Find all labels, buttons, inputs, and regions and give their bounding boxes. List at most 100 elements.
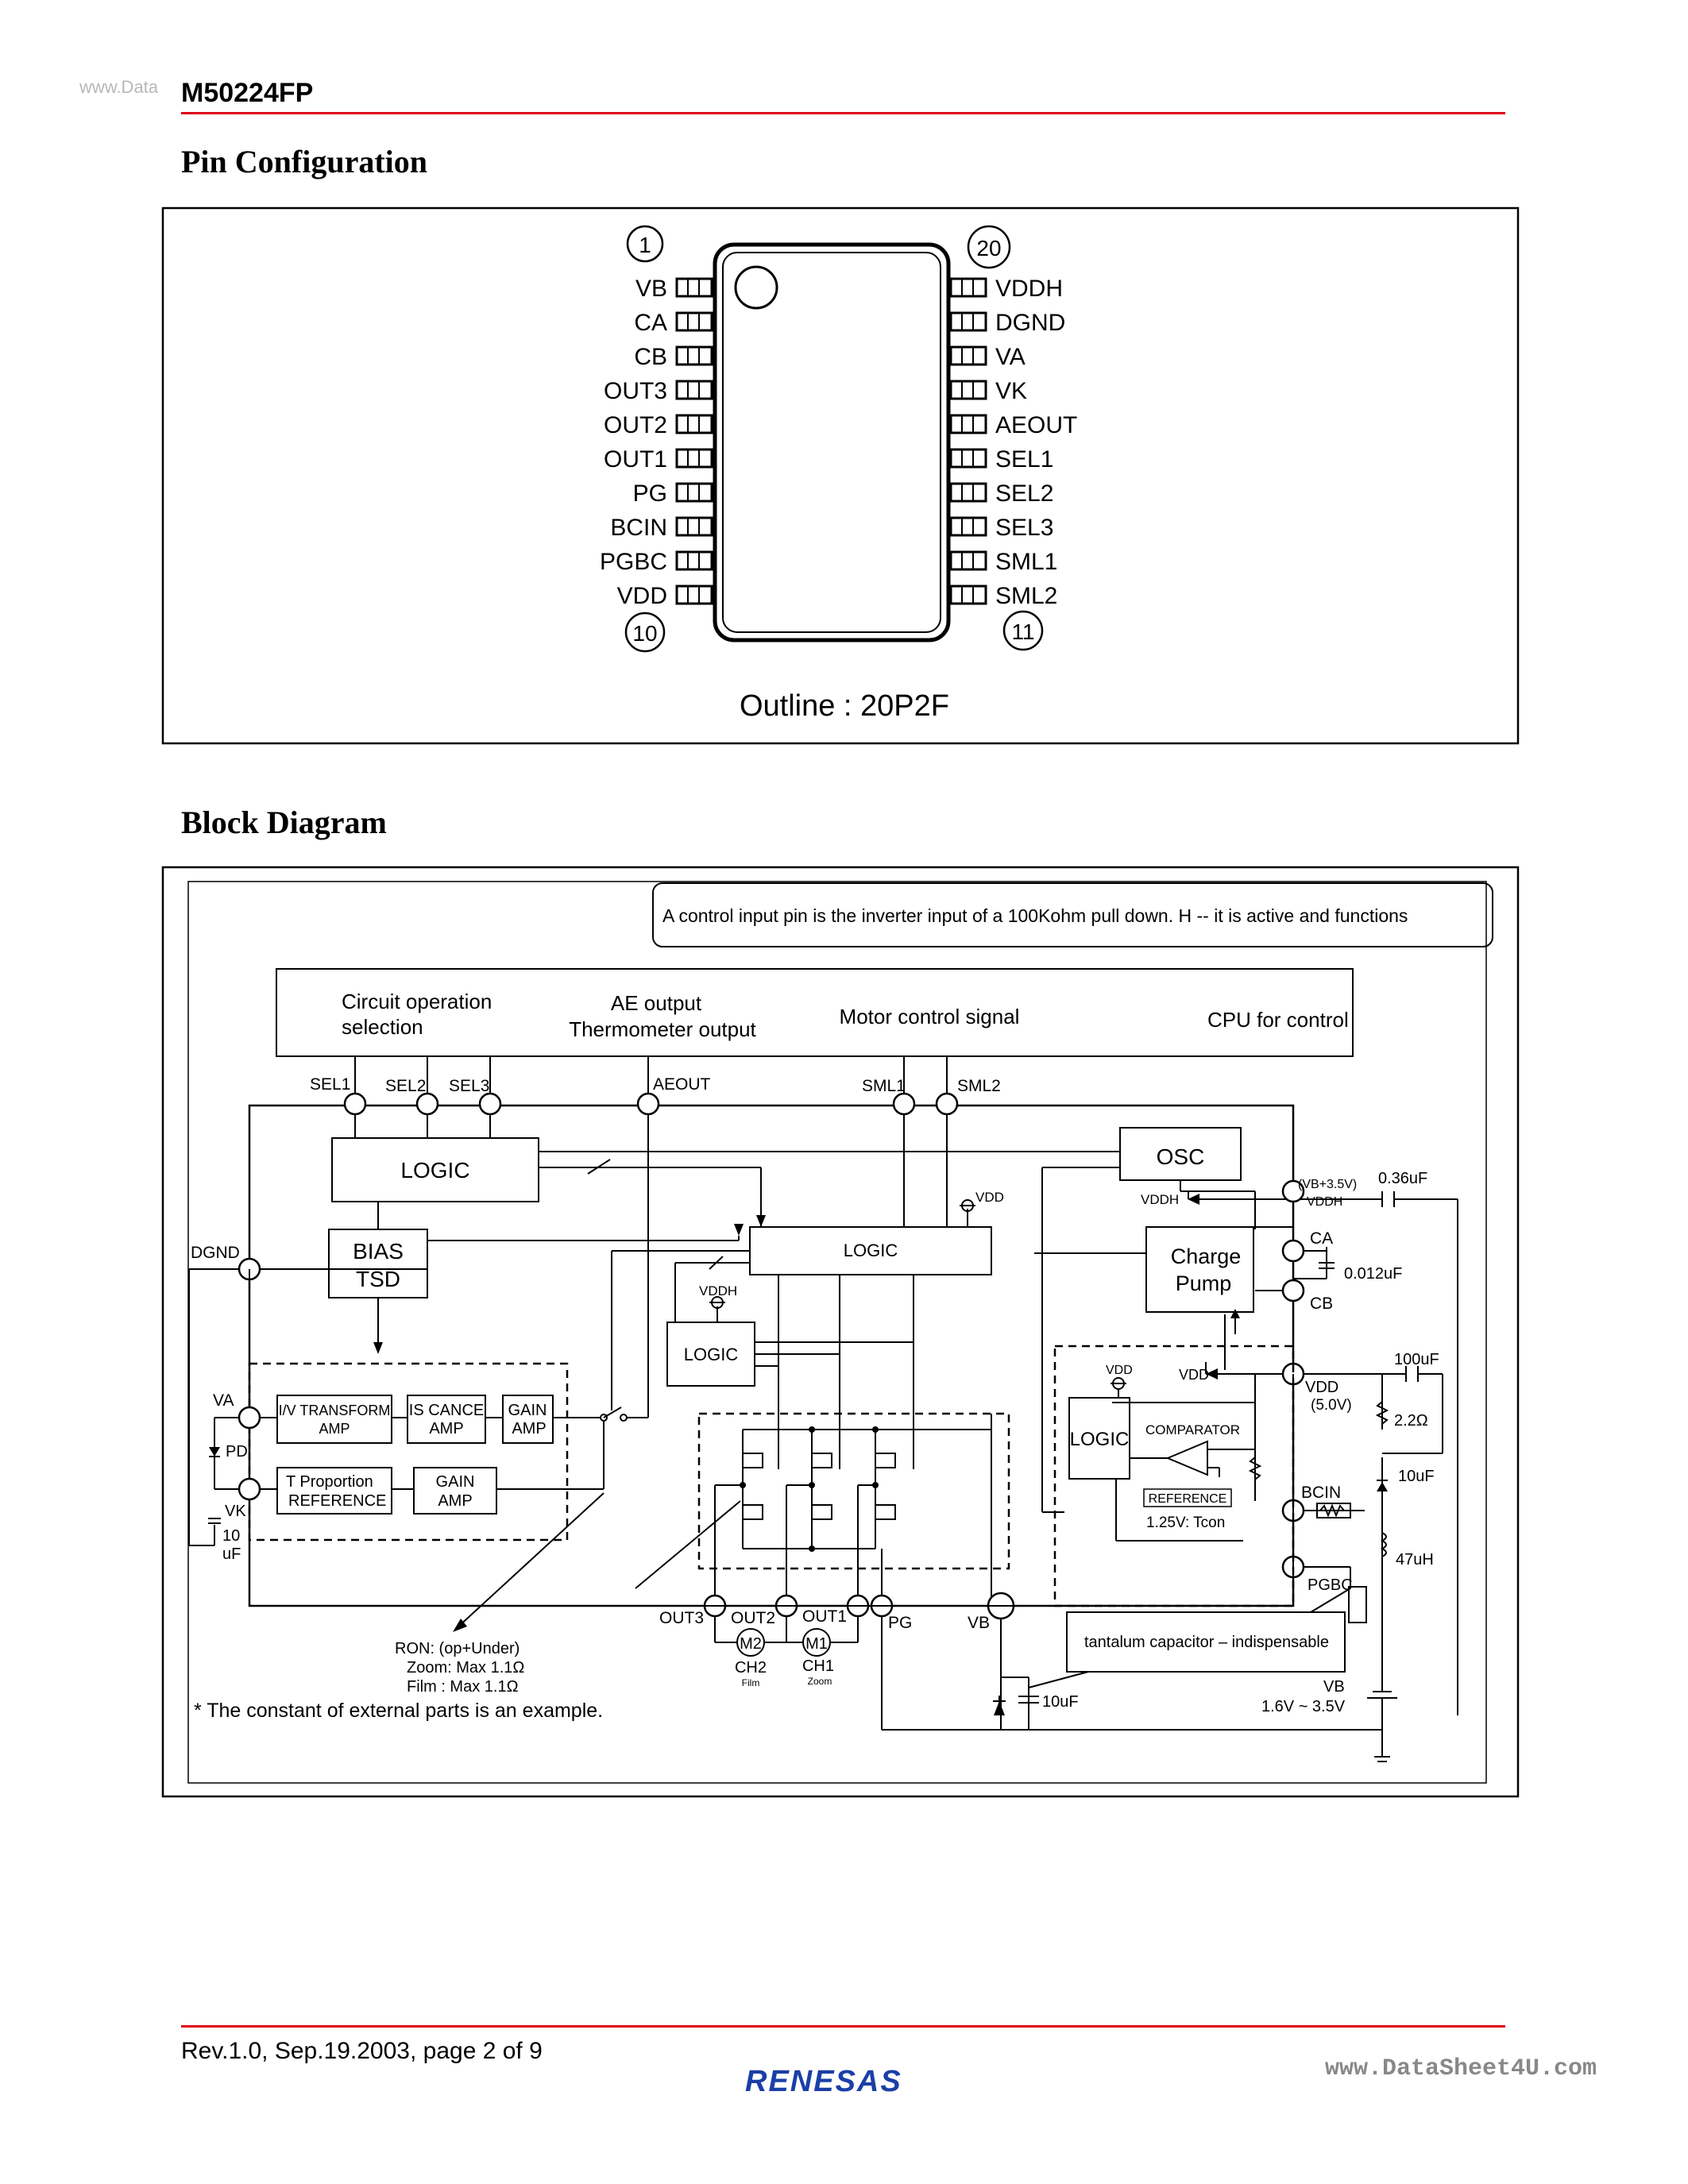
iv-transform-label-1: I/V TRANSFORM [279, 1403, 391, 1418]
circuit-op-label-2: selection [342, 1015, 423, 1039]
cap-100uf: 100uF [1394, 1351, 1439, 1368]
res-22: 2.2Ω [1394, 1412, 1428, 1430]
pin11-number: 11 [1011, 619, 1034, 644]
left-pin-label: BCIN [610, 515, 667, 541]
ic-package-outline [713, 242, 951, 642]
logic3-vddh: VDDH [699, 1283, 737, 1298]
motor-m1: M1 [805, 1635, 828, 1653]
logic2-vdd: VDD [975, 1190, 1004, 1205]
logic-block-2-label: LOGIC [844, 1241, 898, 1260]
left-pin-9: PGBC [600, 549, 713, 575]
right-pin-7: SEL2 [949, 480, 1053, 507]
left-pin-8: BCIN [610, 515, 713, 541]
motor-control-label: Motor control signal [840, 1005, 1020, 1028]
pin20-number-circle [967, 225, 1011, 269]
footer-rule [181, 2025, 1505, 2028]
iv-transform-amp [276, 1395, 392, 1444]
h-bridge-transistors [714, 1414, 992, 1606]
pin-pgbc: PGBC [1308, 1576, 1353, 1594]
pin-bcin: BCIN [1301, 1484, 1341, 1502]
gain-amp-2-label-1: GAIN [436, 1473, 475, 1491]
pin-out2: OUT2 [731, 1609, 775, 1627]
right-pin-label: VDDH [995, 276, 1063, 302]
renesas-logo: RENESAS [745, 2065, 902, 2098]
right-pin-label: SML2 [995, 583, 1057, 609]
reference-label: REFERENCE [1149, 1492, 1227, 1506]
left-pin-label: PG [633, 480, 667, 507]
supply-region [1053, 1345, 1295, 1607]
logic-block-1-label: LOGIC [400, 1158, 469, 1183]
tantalum-capacitor-box [1066, 1611, 1346, 1673]
block-diagram-title: Block Diagram [181, 805, 387, 840]
pin-out3: OUT3 [659, 1609, 704, 1627]
ae-output-label: AE output [611, 991, 702, 1015]
right-pin-5: AEOUT [949, 412, 1077, 438]
thermometer-output-label: Thermometer output [569, 1017, 756, 1041]
ron-line-3: Film : Max 1.1Ω [407, 1678, 519, 1696]
vddh-right-label: VDDH [1307, 1195, 1342, 1209]
right-pin-9: SML1 [949, 549, 1057, 575]
pin-pd: PD [226, 1443, 248, 1461]
left-pin-7: PG [633, 480, 713, 507]
ind-47uh: 47uH [1396, 1551, 1434, 1569]
left-pin-10: VDD [617, 583, 713, 609]
header-rule [181, 112, 1505, 114]
bias-label: BIAS [353, 1239, 404, 1264]
ron-line-2: Zoom: Max 1.1Ω [407, 1659, 524, 1677]
package-outline-label: Outline : 20P2F [740, 689, 949, 723]
reference-box [1143, 1488, 1232, 1507]
control-input-note: A control input pin is the inverter inpu… [662, 905, 1408, 926]
cpu-control-label: CPU for control [1207, 1008, 1349, 1032]
left-pin-label: VDD [617, 583, 667, 609]
right-pin-1: VDDH [949, 276, 1063, 302]
pin20-number: 20 [976, 236, 1001, 260]
pin-va: VA [213, 1391, 234, 1410]
iv-transform-label-2: AMP [319, 1421, 350, 1437]
motor-film: Film [742, 1677, 760, 1688]
motor-zoom: Zoom [808, 1676, 832, 1687]
pin-sml2: SML2 [957, 1077, 1001, 1095]
cap-0012uf: 0.012uF [1344, 1265, 1402, 1283]
is-cance-amp [407, 1395, 486, 1444]
t-proportion-reference [276, 1467, 392, 1515]
document-id: M50224FP [181, 78, 314, 108]
left-pin-6: OUT1 [604, 446, 713, 473]
vdd-arrow-label: VDD [1179, 1367, 1209, 1383]
tsd-label: TSD [356, 1267, 400, 1291]
right-pin-8: SEL3 [949, 515, 1053, 541]
charge-pump-block [1145, 1226, 1254, 1313]
pin10-number: 10 [632, 621, 657, 646]
left-pin-label: OUT3 [604, 378, 667, 404]
pin-sel2: SEL2 [385, 1077, 426, 1095]
pin-cb: CB [1310, 1295, 1333, 1313]
block-diagram-frame [161, 866, 1520, 1798]
gain-amp-1 [502, 1395, 554, 1444]
left-pin-label: CB [634, 344, 667, 370]
right-pin-6: SEL1 [949, 446, 1053, 473]
logic-block-4-label: LOGIC [1070, 1429, 1130, 1450]
right-pin-label: VK [995, 378, 1027, 404]
left-pin-label: OUT1 [604, 446, 667, 473]
pin-dgnd: DGND [191, 1244, 240, 1262]
gain-amp-2 [413, 1467, 497, 1515]
watermark-top: www.Data [79, 77, 159, 97]
revision-info: Rev.1.0, Sep.19.2003, page 2 of 9 [181, 2038, 543, 2064]
analog-region [248, 1362, 569, 1542]
right-pin-label: SEL2 [995, 480, 1053, 507]
pin-pg: PG [888, 1614, 912, 1632]
pin-out1: OUT1 [802, 1607, 847, 1626]
pin-config-figure: 1 20 10 11 VBCACBOUT3OUT2OUT1PGBCINPGBCV… [161, 206, 1520, 745]
vb-plus-35: (VB+3.5V) [1298, 1178, 1357, 1191]
vddh-arrow-label: VDDH [1141, 1192, 1179, 1207]
reference-voltage: 1.25V: Tcon [1146, 1515, 1225, 1531]
t-prop-label-2: REFERENCE [288, 1492, 386, 1510]
pin1-index-mark [734, 265, 778, 310]
charge-pump-label-1: Charge [1171, 1244, 1242, 1268]
cap-10uf-b: 10uF [1042, 1693, 1079, 1711]
cap-vk-1: 10 [222, 1527, 240, 1545]
pin-sel1: SEL1 [310, 1075, 350, 1094]
right-pin-3: VA [949, 344, 1026, 370]
left-pin-label: PGBC [600, 549, 667, 575]
motor-ch1: CH1 [802, 1657, 834, 1675]
logic4-vdd: VDD [1106, 1364, 1133, 1377]
